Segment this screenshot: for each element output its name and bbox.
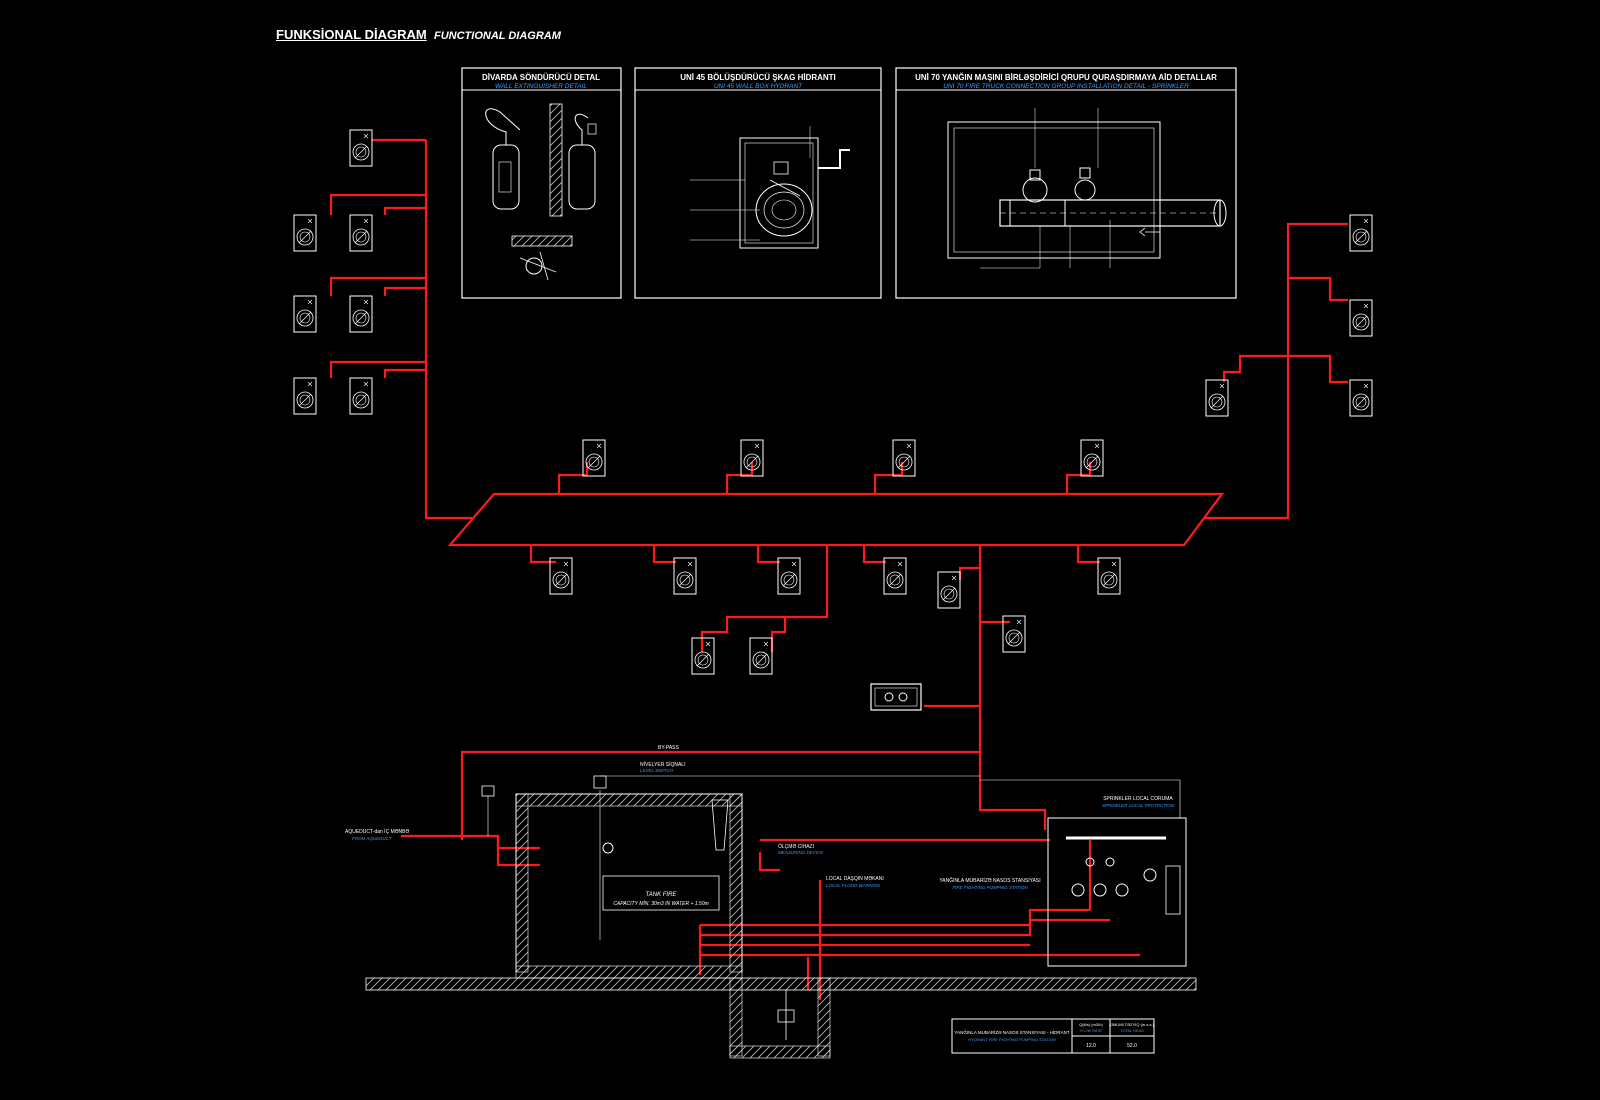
pipe-network xyxy=(329,138,1348,1000)
aqueduct-label-en: FROM AQUEDUCT xyxy=(352,836,393,841)
table-col2-value: 52.0 xyxy=(1127,1043,1137,1049)
tank-capacity: CAPACITY MİN. 30m3 IN WATER + 1.50m xyxy=(613,900,708,907)
hydrant-cabinets xyxy=(293,129,1373,675)
table-col1-header: Q(lt/s) (m3/h) xyxy=(1079,1022,1103,1027)
local-alarm-label-en: LOCAL FLOOD WARNING xyxy=(826,883,881,888)
aqueduct-label: AQUEDUCT-dan İÇ MƏNBƏ xyxy=(345,828,409,835)
detail-3-subtitle: UNI 70 FIRE TRUCK CONNECTION GROUP INSTA… xyxy=(943,83,1189,90)
level-switch-label: NİVELYER SİQNALI xyxy=(640,761,685,768)
pump-summary-table: YANĞINLA MUBARİZƏ NASOS STANSİYASI - HİD… xyxy=(951,1018,1155,1054)
bypass-label: BY-PASS xyxy=(658,745,680,751)
diagram-subtitle: FUNCTIONAL DIAGRAM xyxy=(434,30,561,42)
table-col1-header-en: FLOW RATE xyxy=(1080,1029,1102,1033)
flow-meter-label-en: MEASURING DEVICE xyxy=(778,850,824,855)
water-tank: TANK FIRE CAPACITY MİN. 30m3 IN WATER + … xyxy=(365,775,1197,1059)
detail-2-subtitle: UNI 45 WALL BOX HYDRANT xyxy=(714,83,803,90)
detail-1-subtitle: WALL EXTINGUISHER DETAIL xyxy=(495,83,587,90)
fire-truck-connection-symbol xyxy=(870,683,922,711)
table-col2-header: ÜMUMİ TƏZYİQ (m.s.s.) xyxy=(1110,1022,1154,1027)
tank-label: TANK FIRE xyxy=(646,892,678,898)
pumping-station-label: YANĞINLA MUBARİZƏ NASOS STANSİYASI xyxy=(939,877,1040,884)
sprinkler-local-label: SPRINKLER LOCAL CORUMA xyxy=(1103,796,1173,802)
detail-1-title: DİVARDA SÖNDÜRÜCÜ DETAL xyxy=(482,73,600,82)
detail-fire-truck-connection: UNİ 70 YANĞIN MAŞINI BİRLƏŞDİRİCİ QRUPU … xyxy=(895,67,1237,299)
flow-meter-label: ÖLÇMƏ CİHAZI xyxy=(778,843,814,850)
pumping-station-label-en: FIRE FIGHTING PUMPING STATION xyxy=(952,885,1028,890)
diagram-title: FUNKSİONAL DİAGRAM xyxy=(276,27,427,42)
detail-wall-extinguisher: DİVARDA SÖNDÜRÜCÜ DETAL WALL EXTINGUISHE… xyxy=(461,67,622,299)
detail-3-title: UNİ 70 YANĞIN MAŞINI BİRLƏŞDİRİCİ QRUPU … xyxy=(915,73,1217,82)
detail-wall-box-hydrant: UNİ 45 BÖLÜŞDÜRÜCÜ ŞKAG HİDRANTI UNI 45 … xyxy=(634,67,882,299)
local-alarm-label: LOCAL DAŞQIN MƏKANI xyxy=(826,876,884,882)
detail-2-title: UNİ 45 BÖLÜŞDÜRÜCÜ ŞKAG HİDRANTI xyxy=(680,73,836,82)
table-row-label: YANĞINLA MUBARİZƏ NASOS STANSİYASI - HİD… xyxy=(954,1029,1069,1035)
level-switch-label-en: LEVEL SWITCH xyxy=(640,768,674,773)
table-row-label-en: HYDRANT FIRE FIGHTING PUMPING STATION xyxy=(968,1037,1056,1042)
sprinkler-local-label-en: SPRINKLER LOCAL PROTECTION xyxy=(1102,803,1175,808)
table-col2-header-en: TOTAL HEAD xyxy=(1120,1029,1144,1033)
pump-station: SPRINKLER LOCAL CORUMA SPRINKLER LOCAL P… xyxy=(939,796,1187,967)
table-col1-value: 12.0 xyxy=(1086,1043,1096,1049)
